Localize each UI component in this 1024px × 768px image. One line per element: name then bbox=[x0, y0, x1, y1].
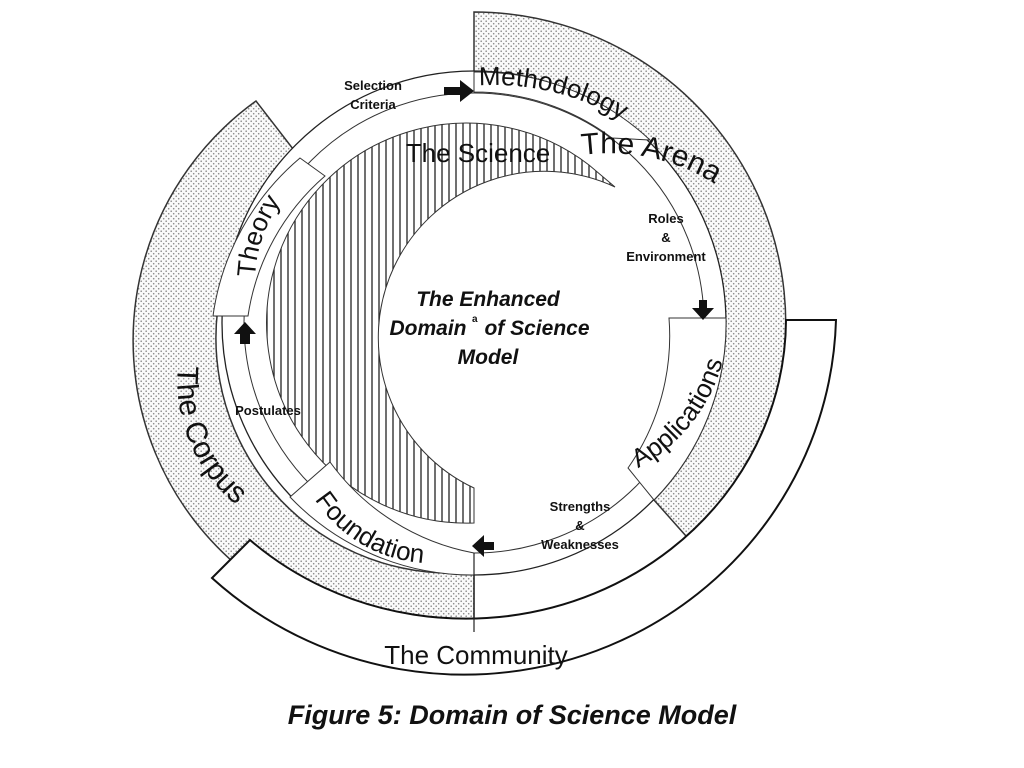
center-title-line3: Model bbox=[458, 346, 520, 369]
figure-caption: Figure 5: Domain of Science Model bbox=[287, 700, 737, 730]
science-label: The Science bbox=[406, 138, 551, 168]
selection-criteria-line2: Criteria bbox=[350, 97, 396, 112]
applications-box bbox=[627, 317, 727, 501]
roles-line1: Roles bbox=[648, 211, 683, 226]
center-title-superscript: a bbox=[472, 314, 478, 325]
strengths-line3: Weaknesses bbox=[541, 537, 619, 552]
domain-of-science-diagram: The Arena The Corpus Methodology Theory … bbox=[132, 11, 838, 676]
strengths-line2: & bbox=[575, 518, 584, 533]
methodology-box bbox=[473, 71, 652, 141]
community-band bbox=[210, 319, 838, 676]
postulates-arrow-icon bbox=[234, 322, 256, 344]
strengths-weaknesses-arrow-icon bbox=[472, 535, 494, 557]
community-label: The Community bbox=[384, 640, 568, 670]
roles-environment-arrow-icon bbox=[692, 300, 714, 320]
roles-line2: & bbox=[661, 230, 670, 245]
center-title-of-science: of Science bbox=[484, 317, 589, 340]
center-title-line1: The Enhanced bbox=[416, 288, 561, 311]
center-title-domain: Domain bbox=[389, 317, 466, 340]
strengths-line1: Strengths bbox=[550, 499, 611, 514]
roles-line3: Environment bbox=[626, 249, 706, 264]
science-band bbox=[266, 122, 616, 524]
theory-box bbox=[212, 157, 326, 317]
selection-criteria-line1: Selection bbox=[344, 78, 402, 93]
postulates-label: Postulates bbox=[235, 403, 301, 418]
selection-criteria-arrow-icon bbox=[444, 80, 474, 102]
